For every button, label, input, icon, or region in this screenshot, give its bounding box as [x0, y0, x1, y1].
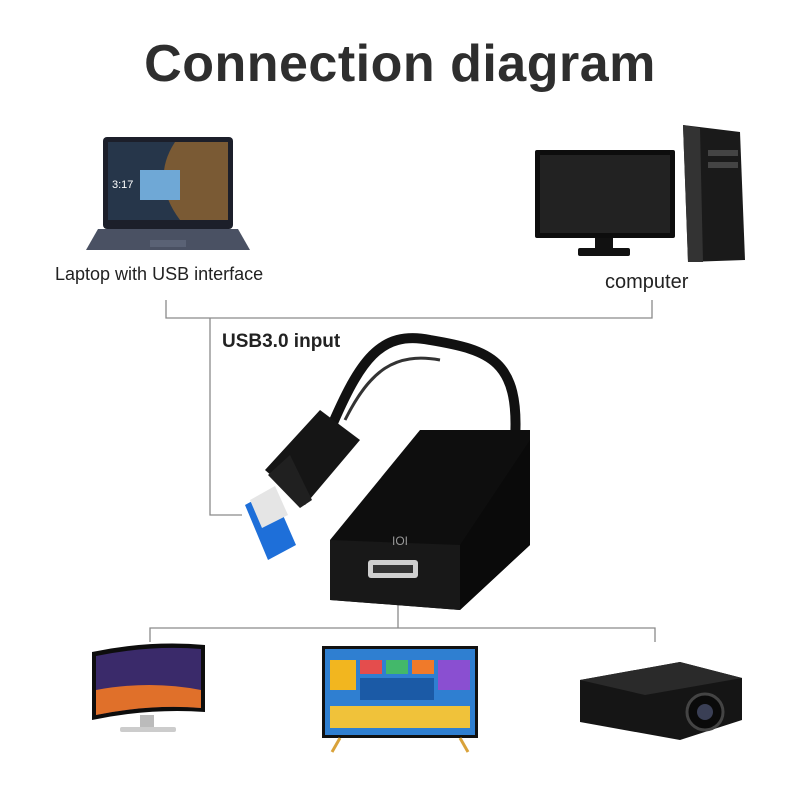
usb-hdmi-adapter-image: IOI: [245, 333, 530, 610]
top-bracket-line: [165, 300, 653, 319]
projector-image: [580, 662, 742, 740]
tv-image: [322, 646, 478, 753]
connector-lines: [149, 300, 656, 642]
curved-monitor-image: [92, 643, 205, 732]
bottom-bracket-line: [149, 627, 656, 642]
desktop-computer-image: [535, 125, 745, 262]
laptop-image: 3:17: [86, 137, 250, 250]
computer-label: computer: [605, 271, 689, 293]
usb-input-label: USB3.0 input: [222, 331, 341, 352]
diagram-title: Connection diagram: [144, 35, 656, 93]
laptop-label: Laptop with USB interface: [55, 264, 264, 284]
usb-feed-line: [209, 318, 242, 516]
svg-text:3:17: 3:17: [112, 179, 133, 191]
svg-text:IOI: IOI: [392, 534, 408, 548]
